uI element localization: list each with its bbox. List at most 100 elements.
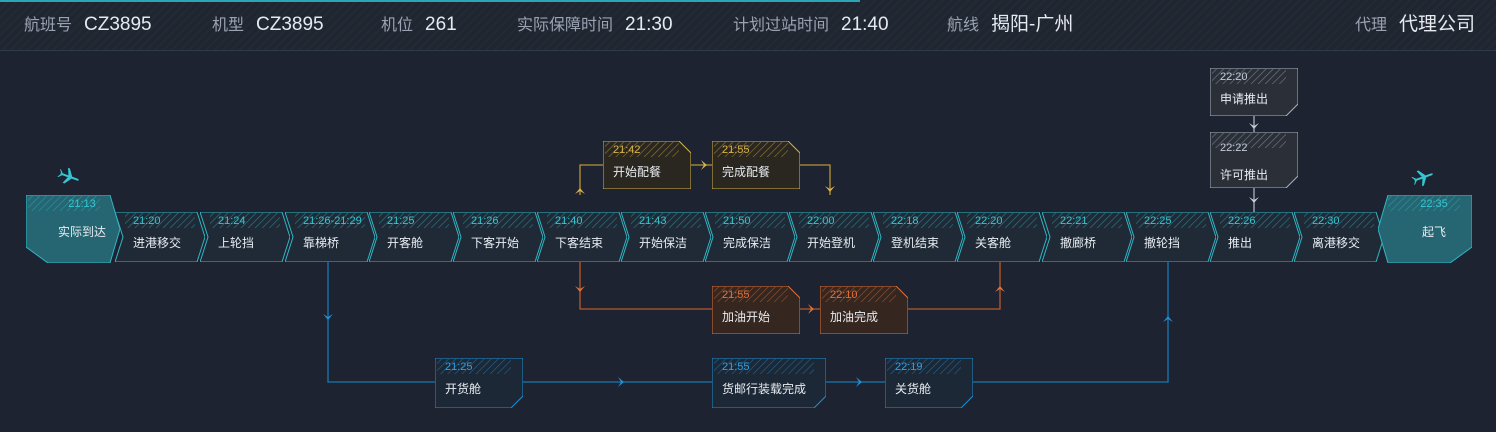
main-step-4-time: 21:26-21:29 <box>303 215 362 227</box>
main-step-16-time: 22:30 <box>1312 215 1340 227</box>
main-step-10-time: 22:00 <box>807 215 835 227</box>
main-step-2-label: 进港移交 <box>133 236 182 250</box>
main-step-1-time: 21:13 <box>68 198 96 210</box>
handling-agent: 代理代理公司 <box>1355 12 1475 38</box>
route-label: 航线 <box>947 17 980 34</box>
main-step-8-label: 开始保洁 <box>639 236 688 250</box>
plane-landing-icon <box>57 167 79 184</box>
planned-turnaround-time-label: 计划过站时间 <box>733 17 830 34</box>
cargo-right-arrow-2 <box>856 377 862 387</box>
main-step-17-label: 起飞 <box>1421 225 1446 239</box>
catering-right-arrow <box>701 160 707 170</box>
flight-info-header: 航班号 CZ3895 机型 CZ3895 机位 261 实际保障时间 21:30 计划过… <box>0 0 1496 51</box>
catering-down-arrow <box>825 186 835 192</box>
main-step-1-label: 实际到达 <box>57 225 106 239</box>
main-step-7-label: 下客结束 <box>555 236 604 250</box>
main-step-9-label: 完成保洁 <box>723 236 772 250</box>
fuel-down-arrow <box>575 286 585 292</box>
catering-step-1-label: 开始配餐 <box>613 165 662 179</box>
flight-number-value: CZ3895 <box>84 14 152 35</box>
plane-takeoff-icon <box>1411 170 1433 187</box>
cargo-up-arrow <box>1163 316 1173 322</box>
fuel-step-2-label: 加油完成 <box>830 310 879 324</box>
fuel-step-1[interactable]: 21:55 加油开始 <box>712 286 800 334</box>
main-step-3[interactable]: 21:24 上轮挡 <box>200 212 290 262</box>
main-step-5-label: 开客舱 <box>387 236 424 250</box>
fuel-step-1-label: 加油开始 <box>722 310 771 324</box>
actual-service-time-value: 21:30 <box>625 14 673 35</box>
cargo-step-3-label: 关货舱 <box>895 382 932 396</box>
fuel-right-arrow <box>808 304 814 314</box>
main-step-15-time: 22:26 <box>1228 215 1256 227</box>
handling-agent-label: 代理 <box>1355 17 1388 34</box>
aircraft-type-label: 机型 <box>212 17 245 34</box>
catering-start-link <box>579 164 605 195</box>
main-step-8[interactable]: 21:43 开始保洁 <box>621 212 711 262</box>
route: 航线揭阳-广州 <box>947 12 1073 38</box>
cargo-step-1-time: 21:25 <box>445 361 473 373</box>
pushback-step-2[interactable]: 22:22 许可推出 <box>1210 132 1298 188</box>
pushback-down-arrow-1 <box>1249 123 1259 129</box>
main-step-14-label: 撤轮挡 <box>1144 236 1181 250</box>
pushback-step-1-label: 申请推出 <box>1220 92 1269 106</box>
main-step-6-label: 下客开始 <box>471 236 520 250</box>
fuel-step-1-time: 21:55 <box>722 289 750 301</box>
cargo-start-link <box>327 262 435 383</box>
cargo-step-2[interactable]: 21:55 货邮行装载完成 <box>712 358 826 408</box>
fuel-step-2[interactable]: 22:10 加油完成 <box>820 286 908 334</box>
main-step-7-time: 21:40 <box>555 215 583 227</box>
cargo-step-2-label: 货邮行装载完成 <box>722 382 807 396</box>
cargo-step-2-time: 21:55 <box>722 361 750 373</box>
catering-step-1-time: 21:42 <box>613 144 641 156</box>
fuel-end-link <box>906 262 1001 310</box>
main-step-13-label: 撤廊桥 <box>1060 236 1097 250</box>
flight-number-label: 航班号 <box>24 17 73 34</box>
catering-step-1[interactable]: 21:42 开始配餐 <box>603 141 691 189</box>
cargo-right-arrow-1 <box>618 377 624 387</box>
main-step-2-time: 21:20 <box>133 215 161 227</box>
fuel-step-2-time: 22:10 <box>830 289 858 301</box>
main-step-12[interactable]: 22:20 关客舱 <box>957 212 1047 262</box>
main-step-9[interactable]: 21:50 完成保洁 <box>705 212 795 262</box>
header-accent-line <box>0 0 860 2</box>
pushback-step-2-time: 22:22 <box>1220 142 1248 154</box>
main-step-8-time: 21:43 <box>639 215 667 227</box>
aircraft-type: 机型 CZ3895 <box>212 12 324 38</box>
stand: 机位 261 <box>381 12 457 38</box>
main-step-11-label: 登机结束 <box>891 236 940 250</box>
main-step-7[interactable]: 21:40 下客结束 <box>537 212 627 262</box>
main-step-12-label: 关客舱 <box>975 236 1012 250</box>
catering-end-link <box>800 164 831 195</box>
stand-value: 261 <box>425 14 457 35</box>
main-step-17[interactable]: 22:35 起飞 <box>1378 195 1472 263</box>
route-value: 揭阳-广州 <box>991 14 1074 35</box>
catering-up-arrow <box>575 188 585 194</box>
main-step-3-label: 上轮挡 <box>218 236 255 250</box>
actual-service-time-label: 实际保障时间 <box>517 17 614 34</box>
pushback-step-2-label: 许可推出 <box>1220 168 1269 182</box>
main-step-9-time: 21:50 <box>723 215 751 227</box>
main-step-3-time: 21:24 <box>218 215 246 227</box>
main-step-12-time: 22:20 <box>975 215 1003 227</box>
main-step-1[interactable]: 21:13 实际到达 <box>26 195 120 263</box>
main-step-17-time: 22:35 <box>1420 198 1448 210</box>
main-step-2[interactable]: 21:20 进港移交 <box>115 212 205 262</box>
aircraft-type-value: CZ3895 <box>256 14 324 35</box>
stand-label: 机位 <box>381 17 414 34</box>
fuel-up-arrow <box>995 286 1005 292</box>
planned-turnaround-time-value: 21:40 <box>841 14 889 35</box>
